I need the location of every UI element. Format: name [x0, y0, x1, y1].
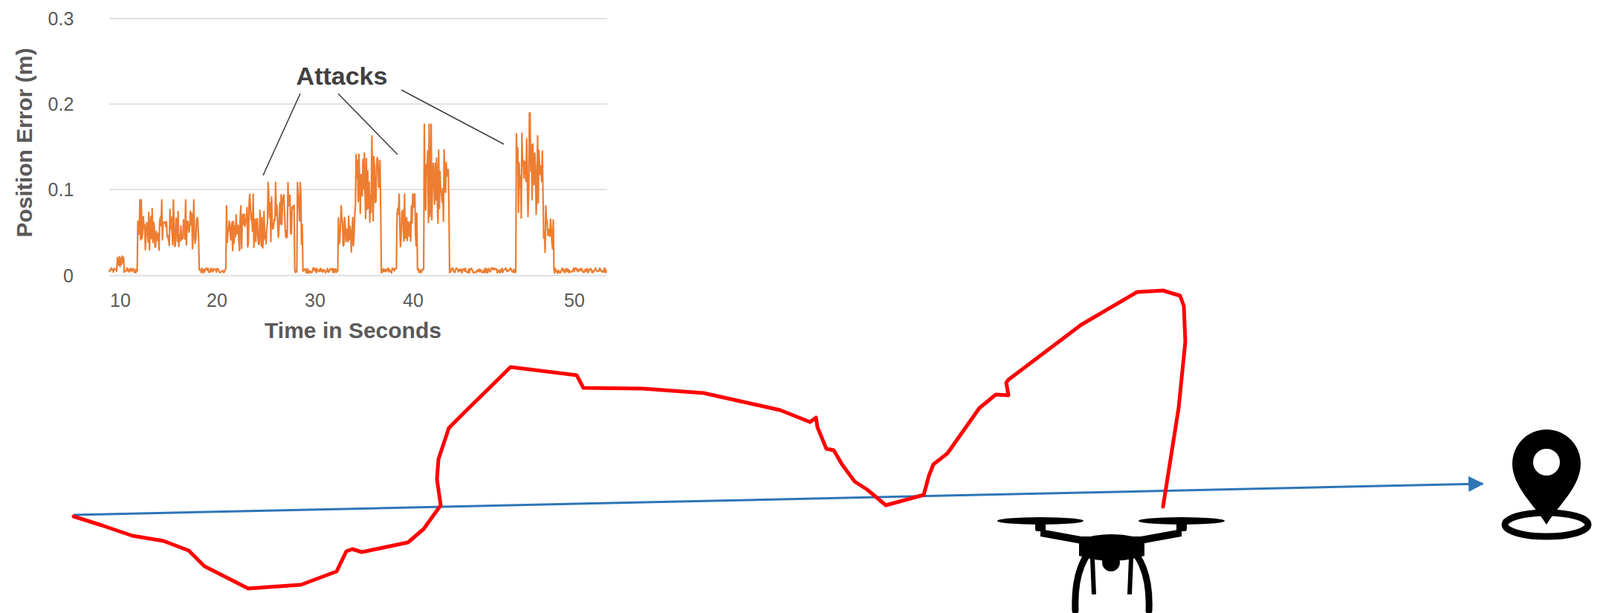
axis-title: Position Error (m)	[13, 47, 36, 238]
axis-tick: 0.1	[48, 180, 75, 200]
axis-tick: 30	[304, 291, 326, 310]
leader-lines	[263, 89, 504, 176]
axis-title: Time in Seconds	[264, 319, 442, 342]
location-pin	[1504, 429, 1589, 537]
axis-tick: 20	[206, 291, 228, 310]
axis-tick: 0.3	[48, 9, 75, 29]
drone-icon	[997, 517, 1225, 611]
axis-tick: 0.2	[48, 95, 75, 114]
axis-tick: 50	[564, 291, 585, 310]
axis-tick: 10	[109, 291, 131, 310]
gridlines	[109, 18, 608, 276]
planned-route	[73, 483, 1483, 516]
annotation: Attacks	[294, 62, 391, 90]
error-series	[109, 112, 607, 274]
axis-tick: 40	[402, 291, 424, 310]
axis-tick: 0	[63, 266, 74, 286]
actual-trajectory	[73, 290, 1186, 589]
